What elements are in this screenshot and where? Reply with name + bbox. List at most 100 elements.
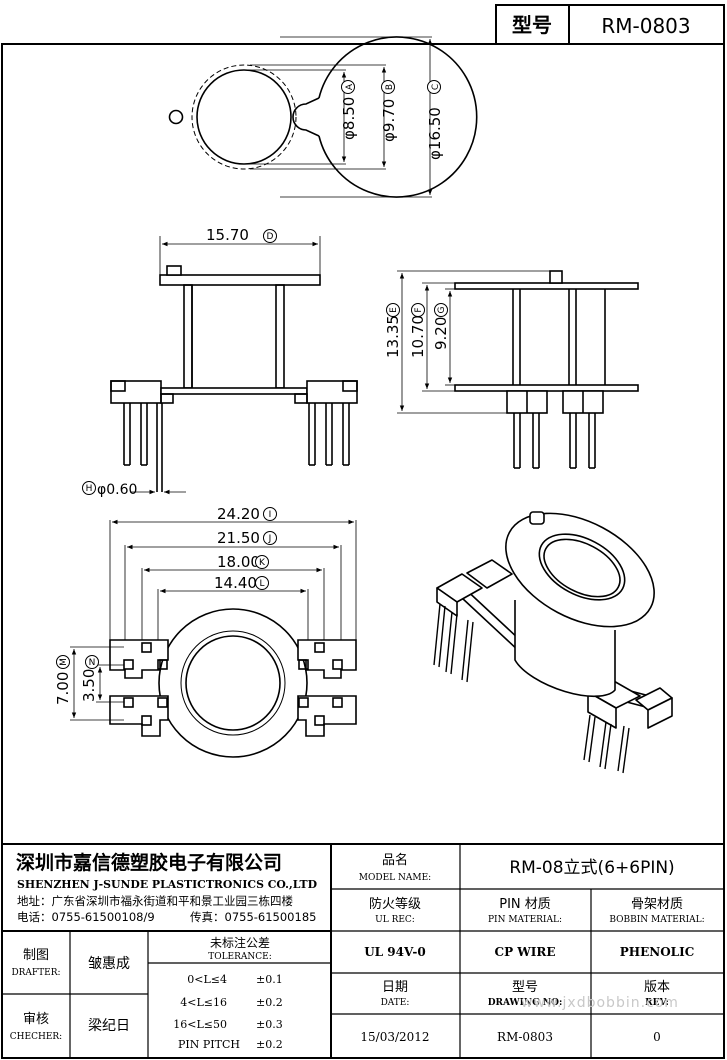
svg-text:未标注公差: 未标注公差 (210, 935, 270, 950)
svg-text:7.00: 7.00 (54, 672, 72, 705)
tolerance-range-2: 16<L≤50 (173, 1018, 227, 1031)
svg-text:BOBBIN MATERIAL:: BOBBIN MATERIAL: (609, 915, 704, 925)
dim-D: 15.70 D (206, 226, 277, 244)
svg-text:φ16.50: φ16.50 (426, 107, 444, 160)
svg-text:D: D (267, 232, 274, 242)
drafter-cell: 制图 DRAFTER: 皱惠成 (11, 948, 130, 978)
drawing-no-cell: 型号 DRAWING NO: RM-0803 (488, 980, 563, 1044)
svg-text:日期: 日期 (382, 980, 408, 995)
tolerance-range-1: 4<L≤16 (180, 996, 227, 1009)
svg-text:H: H (86, 484, 93, 494)
svg-text:G: G (437, 306, 447, 313)
isometric-pins (433, 603, 630, 774)
dim-J: 21.50 J (217, 529, 277, 547)
dim-F: 10.70 F (409, 303, 427, 358)
title-block-lines (2, 843, 724, 1058)
svg-text:14.40: 14.40 (214, 574, 257, 592)
svg-text:MODEL NAME:: MODEL NAME: (359, 873, 431, 883)
svg-text:K: K (259, 558, 266, 568)
svg-text:PIN MATERIAL:: PIN MATERIAL: (488, 915, 562, 925)
isometric-view (436, 511, 673, 729)
dim-B: φ9.70 B (380, 80, 398, 142)
svg-text:DATE:: DATE: (381, 998, 410, 1008)
svg-text:A: A (345, 83, 355, 90)
svg-text:21.50: 21.50 (217, 529, 260, 547)
dim-K: 18.00 K (217, 553, 269, 571)
dim-C: φ16.50 C (426, 80, 444, 160)
drafter-value: 皱惠成 (88, 956, 130, 972)
svg-text:防火等级: 防火等级 (369, 896, 421, 912)
svg-text:型号: 型号 (512, 980, 538, 995)
pin-material-cell: PIN 材质 PIN MATERIAL: CP WIRE (488, 897, 562, 959)
svg-text:DRAFTER:: DRAFTER: (11, 968, 60, 978)
company-fax: 传真：0755-61500185 (190, 910, 316, 924)
pin-material-value: CP WIRE (495, 945, 556, 959)
tolerance-value-0: ±0.1 (256, 973, 283, 986)
front-view (110, 236, 358, 495)
ul-cell: 防火等级 UL REC: UL 94V-0 (364, 896, 426, 959)
company-address: 地址：广东省深圳市福永街道和平和景工业园三栋四楼 (17, 894, 293, 908)
top-view (168, 36, 478, 198)
svg-text:φ8.50: φ8.50 (340, 97, 358, 140)
svg-text:13.35: 13.35 (384, 315, 402, 358)
svg-text:CHECHER:: CHECHER: (10, 1032, 62, 1042)
svg-text:B: B (385, 84, 395, 90)
header-model-label: 型号 (512, 13, 552, 37)
svg-text:制图: 制图 (23, 948, 49, 963)
header-model-box: 型号 RM-0803 (495, 4, 725, 45)
date-value: 15/03/2012 (360, 1030, 429, 1044)
svg-text:UL REC:: UL REC: (375, 915, 415, 925)
company-name-en: SHENZHEN J-SUNDE PLASTICTRONICS CO.,LTD (17, 878, 317, 891)
svg-text:E: E (389, 307, 399, 313)
bobbin-material-cell: 骨架材质 BOBBIN MATERIAL: PHENOLIC (609, 897, 704, 959)
svg-text:骨架材质: 骨架材质 (631, 897, 683, 912)
side-view (397, 270, 639, 469)
tolerance-range-3: PIN PITCH (178, 1038, 240, 1051)
svg-text:φ9.70: φ9.70 (380, 99, 398, 142)
model-name-cell: 品名 MODEL NAME: RM-08立式(6+6PIN) (359, 852, 675, 883)
watermark: www.jxdbobbin.com (521, 995, 679, 1011)
drawing-no-value: RM-0803 (497, 1030, 553, 1044)
dim-I: 24.20 I (217, 505, 277, 523)
dim-M: 7.00 M (54, 655, 72, 705)
svg-text:审核: 审核 (23, 1012, 49, 1027)
svg-text:15.70: 15.70 (206, 226, 249, 244)
company-name-cn: 深圳市嘉信德塑胶电子有限公司 (16, 851, 282, 874)
ul-value: UL 94V-0 (364, 945, 426, 959)
tolerance-cell: 未标注公差 TOLERANCE: 0<L≤4 ±0.1 4<L≤16 ±0.2 … (173, 935, 282, 1051)
rev-cell: 版本 REV: 0 (644, 980, 670, 1044)
bobbin-material-value: PHENOLIC (620, 945, 695, 959)
tolerance-value-1: ±0.2 (256, 996, 283, 1009)
tolerance-value-3: ±0.2 (256, 1038, 283, 1051)
svg-text:F: F (414, 307, 424, 312)
company-phone: 电话：0755-61500108/9 (17, 910, 155, 924)
svg-text:N: N (89, 658, 96, 668)
dim-E: 13.35 E (384, 303, 402, 358)
svg-text:品名: 品名 (382, 852, 408, 868)
tolerance-value-2: ±0.3 (256, 1018, 283, 1031)
checker-value: 梁纪日 (88, 1018, 130, 1034)
svg-text:版本: 版本 (644, 980, 670, 995)
svg-text:M: M (59, 658, 69, 666)
svg-text:PIN 材质: PIN 材质 (499, 897, 551, 912)
svg-text:9.20: 9.20 (432, 317, 450, 350)
svg-text:L: L (259, 579, 264, 589)
dim-L: 14.40 L (214, 574, 269, 592)
svg-text:10.70: 10.70 (409, 315, 427, 358)
svg-text:18.00: 18.00 (217, 553, 260, 571)
svg-text:φ0.60: φ0.60 (97, 482, 137, 498)
company-info: 深圳市嘉信德塑胶电子有限公司 SHENZHEN J-SUNDE PLASTICT… (16, 851, 317, 924)
model-name-value: RM-08立式(6+6PIN) (509, 858, 674, 878)
svg-text:TOLERANCE:: TOLERANCE: (208, 952, 272, 962)
svg-text:J: J (268, 534, 272, 544)
dim-A: φ8.50 A (340, 80, 358, 140)
dim-N: 3.50 N (80, 655, 99, 702)
svg-text:REV:: REV: (645, 998, 669, 1008)
checker-cell: 审核 CHECHER: 梁纪日 (10, 1012, 130, 1042)
header-model-value: RM-0803 (601, 14, 690, 38)
bottom-view (70, 519, 357, 758)
svg-text:C: C (431, 84, 441, 90)
dim-H: H φ0.60 (82, 481, 137, 498)
date-cell: 日期 DATE: 15/03/2012 (360, 980, 429, 1044)
